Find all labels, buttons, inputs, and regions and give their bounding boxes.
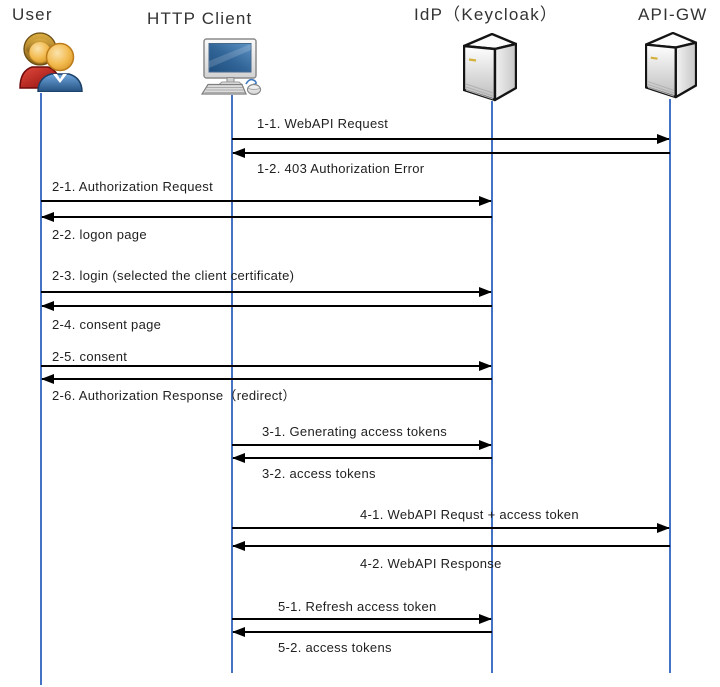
message-label: 4-1. WebAPI Requst + access token [360,507,579,522]
message-label: 4-2. WebAPI Response [360,556,502,571]
message-label: 2-3. login (selected the client certific… [52,268,295,283]
message-label: 2-5. consent [52,349,128,364]
message-label: 2-6. Authorization Response（redirect） [52,388,296,403]
actor-label-http-client: HTTP Client [147,9,253,28]
user-people-icon [15,30,83,92]
message-label: 2-2. logon page [52,227,147,242]
message-label: 2-4. consent page [52,317,162,332]
actor-label-idp: IdP（Keycloak） [414,5,559,24]
actor-label-api-gw: API-GW [638,5,708,24]
message-label: 2-1. Authorization Request [52,179,214,194]
message-label: 1-1. WebAPI Request [257,116,389,131]
message-label: 5-2. access tokens [278,640,392,655]
server-icon [645,32,697,100]
message-label: 3-2. access tokens [262,466,376,481]
server-icon [463,33,517,103]
message-label: 3-1. Generating access tokens [262,424,448,439]
actor-label-user: User [12,5,53,24]
message-label: 1-2. 403 Authorization Error [257,161,425,176]
message-label: 5-1. Refresh access token [278,599,437,614]
desktop-computer-icon [200,38,264,95]
